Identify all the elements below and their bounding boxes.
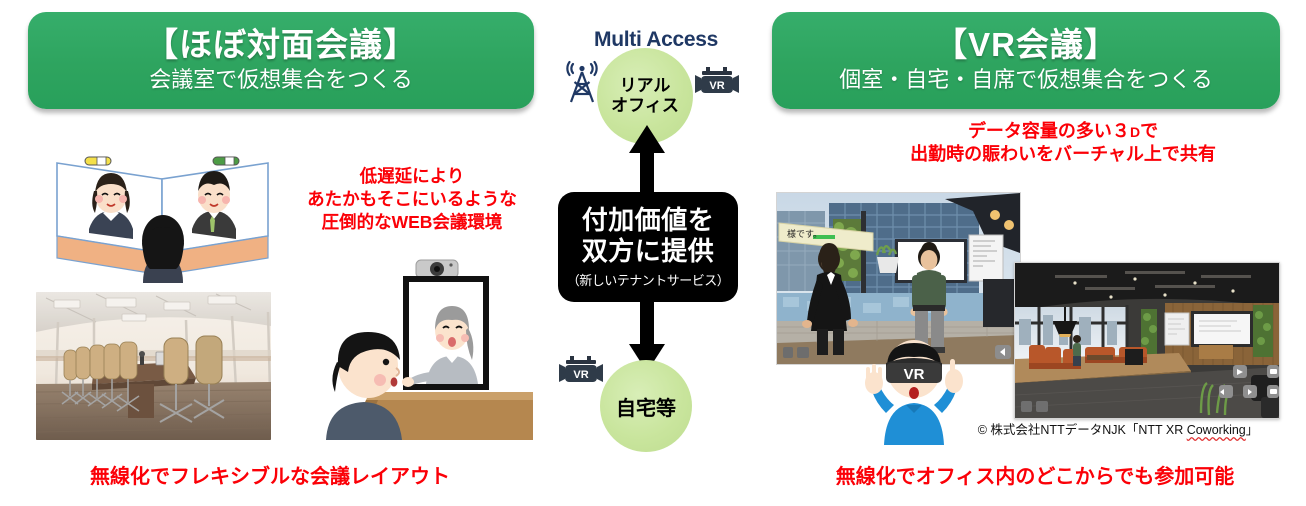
real-office-line2: オフィス [611,96,679,115]
home-circle: 自宅等 [600,360,692,452]
left-panel-banner: 【ほぼ対面会議】 会議室で仮想集合をつくる [28,12,534,109]
multi-access-label: Multi Access [594,28,718,51]
conference-room-photo [36,292,271,440]
right-note-line1: データ容量の多い３Dで [853,120,1273,143]
antenna-tower-icon [561,60,605,106]
left-note-line2: あたかもそこにいるような [307,188,517,209]
vr-headset-label: VR [904,366,925,383]
credit-spellchecked-word: Coworking [1186,423,1246,437]
value-box-subtitle: （新しいテナントサービス） [566,273,730,289]
right-panel-note: データ容量の多い３Dで 出勤時の賑わいをバーチャル上で共有 [853,120,1273,167]
vr-office-avatars-screenshot: 様です。 [776,192,1021,365]
svg-text:VR: VR [709,80,724,92]
vr-scene-bubble-text: 様です。 [787,228,822,239]
arrow-down-icon [628,300,666,372]
home-circle-label: 自宅等 [616,397,676,420]
two-screen-virtual-meeting-illustration [45,133,280,283]
left-panel-caption: 無線化でフレキシブルな会議レイアウト [90,466,450,488]
credit-suffix: 」 [1245,423,1259,437]
right-panel-caption: 無線化でオフィス内のどこからでも参加可能 [835,466,1235,488]
value-box-line1: 付加価値を [581,204,715,235]
left-note-line1: 低遅延により [359,166,465,186]
vr-image-credit: © 株式会社NTTデータNJK「NTT XR Coworking」 [968,419,1268,438]
right-note-line1-a: データ容量の多い３ [967,121,1130,141]
right-panel-banner: 【VR会議】 個室・自宅・自席で仮想集合をつくる [772,12,1280,109]
real-office-circle: リアル オフィス [597,48,693,144]
left-note-line3: 圧倒的なWEB会議環境 [321,211,503,232]
right-note-line2: 出勤時の賑わいをバーチャル上で共有 [910,144,1216,165]
vr-goggles-icon-top: VR [692,66,742,100]
vr-coworking-lounge-screenshot [1014,262,1280,419]
person-facing-monitor-illustration [318,258,533,440]
left-panel-note: 低遅延により あたかもそこにいるような 圧倒的なWEB会議環境 [283,165,541,233]
vr-goggles-icon-bottom: VR [556,355,606,389]
left-banner-title: 【ほぼ対面会議】 [145,26,417,64]
svg-text:VR: VR [573,369,588,381]
right-note-line1-b: で [1140,121,1159,141]
value-box-line2: 双方に提供 [581,235,715,266]
right-banner-title: 【VR会議】 [934,26,1118,64]
value-proposition-box: 付加価値を 双方に提供 （新しいテナントサービス） [558,192,738,302]
right-banner-subtitle: 個室・自宅・自席で仮想集合をつくる [839,67,1213,93]
real-office-line1: リアル [619,76,671,96]
credit-prefix: © 株式会社NTTデータNJK「NTT XR [977,423,1187,437]
person-wearing-vr-headset-illustration: VR [862,333,966,445]
left-banner-subtitle: 会議室で仮想集合をつくる [149,67,413,93]
right-note-3d-d: D [1129,124,1141,140]
